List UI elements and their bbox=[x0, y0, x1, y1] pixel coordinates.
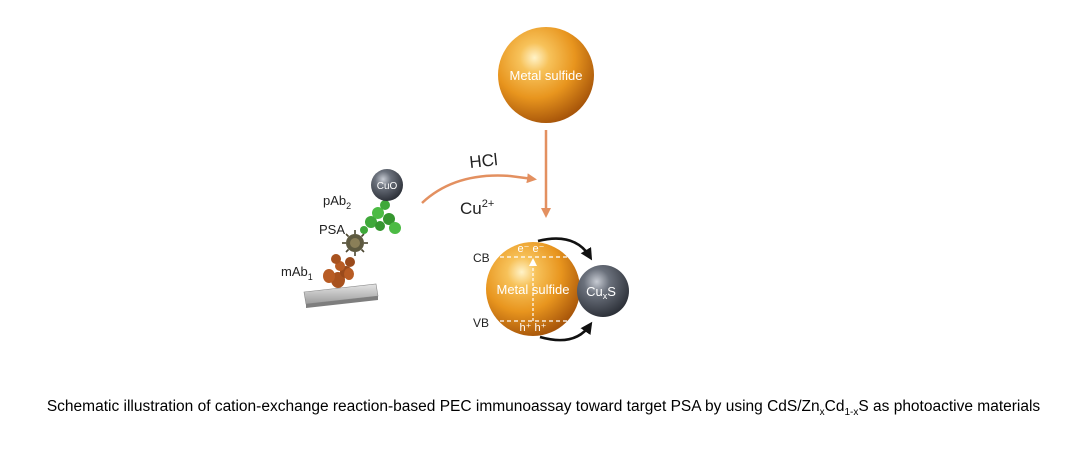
electrons-label: e⁻ e⁻ bbox=[518, 243, 545, 255]
cuxs-label: CuxS bbox=[586, 284, 616, 301]
figure-caption: Schematic illustration of cation-exchang… bbox=[46, 398, 1041, 419]
vb-label: VB bbox=[473, 316, 489, 330]
electrode-substrate bbox=[303, 283, 379, 308]
pab2-antibody bbox=[360, 200, 401, 234]
cuo-label: CuO bbox=[377, 181, 398, 192]
electron-transfer-arrow bbox=[537, 237, 593, 261]
curved-arrow bbox=[421, 173, 537, 204]
cu2-label: Cu2+ bbox=[460, 198, 494, 218]
pab2-label: pAb2 bbox=[323, 193, 351, 211]
mab1-label: mAb1 bbox=[281, 264, 313, 282]
top-metal-sulfide-sphere: Metal sulfide bbox=[498, 27, 594, 123]
top-sphere-label: Metal sulfide bbox=[510, 68, 583, 83]
psa-label: PSA bbox=[319, 222, 345, 237]
cb-label: CB bbox=[473, 251, 490, 265]
bottom-sphere-label: Metal sulfide bbox=[497, 282, 570, 297]
cuxs-sphere: CuxS bbox=[577, 265, 629, 317]
psa-antigen bbox=[342, 230, 368, 256]
holes-label: h⁺ h⁺ bbox=[520, 322, 547, 334]
excitation-arrowhead bbox=[529, 258, 537, 266]
cuo-sphere: CuO bbox=[371, 169, 403, 201]
hole-transfer-arrow bbox=[539, 321, 593, 342]
hcl-label: HCl bbox=[468, 150, 498, 172]
mab1-antibody bbox=[323, 254, 355, 288]
